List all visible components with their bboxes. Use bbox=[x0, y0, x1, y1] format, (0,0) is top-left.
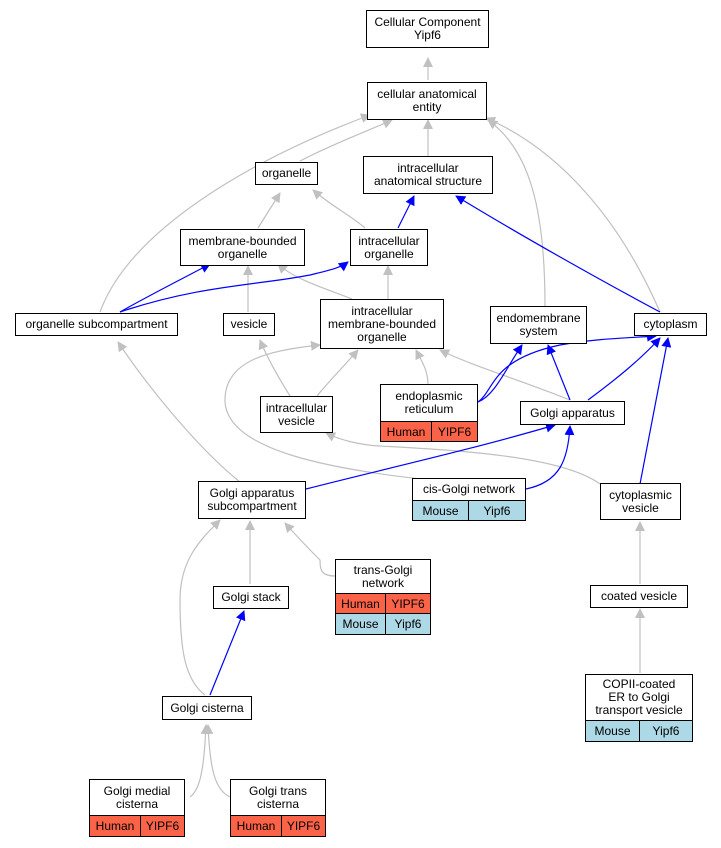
edge-cyto-cae bbox=[485, 116, 661, 313]
edge-cisterna-stack bbox=[209, 610, 246, 696]
edge-osub-io bbox=[119, 261, 349, 313]
edge-cvesicle-ivesicle bbox=[325, 432, 601, 485]
node-intracellular-organelle[interactable]: intracellular organelle bbox=[350, 229, 428, 266]
edge-io-ias bbox=[397, 195, 415, 229]
edge-cisterna-gas bbox=[179, 519, 221, 696]
edge-er-imbo bbox=[415, 349, 429, 386]
edge-osub-mbo bbox=[119, 263, 211, 313]
node-organelle[interactable]: organelle bbox=[255, 162, 318, 185]
node-golgi-apparatus-subcompartment[interactable]: Golgi apparatus subcompartment bbox=[198, 481, 306, 519]
trans-gene-cell: YIPF6 bbox=[281, 815, 326, 837]
node-golgi-stack[interactable]: Golgi stack bbox=[213, 586, 289, 609]
edge-medial-cisterna bbox=[189, 724, 211, 798]
tgn-human-species-cell: Human bbox=[335, 593, 386, 614]
tgn-mouse-gene-cell: Yipf6 bbox=[385, 613, 431, 635]
node-endoplasmic-reticulum[interactable]: endoplasmic reticulum bbox=[380, 384, 478, 422]
edge-osub-cae bbox=[99, 113, 371, 313]
medial-species-cell: Human bbox=[89, 815, 141, 837]
node-vesicle[interactable]: vesicle bbox=[223, 313, 275, 336]
edge-ivesicle-imbo bbox=[316, 349, 359, 397]
edge-er-endo bbox=[477, 344, 523, 403]
node-trans-golgi-network[interactable]: trans-Golgi network bbox=[335, 559, 431, 594]
copii-gene-cell: Yipf6 bbox=[639, 720, 693, 742]
node-golgi-medial-cisterna[interactable]: Golgi medial cisterna bbox=[89, 779, 185, 816]
node-cellular-component[interactable]: Cellular Component Yipf6 bbox=[366, 10, 489, 48]
node-golgi-apparatus[interactable]: Golgi apparatus bbox=[520, 401, 625, 425]
er-species-cell: Human bbox=[380, 421, 432, 442]
edge-io-organelle bbox=[312, 189, 366, 229]
node-cytoplasm[interactable]: cytoplasm bbox=[634, 313, 707, 336]
node-cytoplasmic-vesicle[interactable]: cytoplasmic vesicle bbox=[600, 483, 681, 520]
edge-cvesicle-cyto bbox=[639, 337, 672, 485]
node-endomembrane-system[interactable]: endomembrane system bbox=[490, 306, 587, 344]
node-intracellular-anatomical-structure[interactable]: intracellular anatomical structure bbox=[363, 156, 493, 194]
node-coated-vesicle[interactable]: coated vesicle bbox=[590, 585, 688, 608]
tgn-mouse-species-cell: Mouse bbox=[335, 613, 386, 635]
node-golgi-cisterna[interactable]: Golgi cisterna bbox=[162, 696, 252, 720]
edge-tgn-gas bbox=[284, 522, 336, 577]
node-golgi-trans-cisterna[interactable]: Golgi trans cisterna bbox=[230, 779, 326, 816]
node-cis-golgi-network[interactable]: cis-Golgi network bbox=[412, 478, 526, 501]
cgn-species-cell: Mouse bbox=[412, 500, 469, 521]
edge-mbo-organelle bbox=[257, 192, 281, 229]
node-intracellular-membrane-bounded-organelle[interactable]: intracellular membrane-bounded organelle bbox=[320, 299, 444, 349]
node-membrane-bounded-organelle[interactable]: membrane-bounded organelle bbox=[180, 229, 305, 266]
tgn-human-gene-cell: YIPF6 bbox=[385, 593, 431, 614]
edge-cgn-ivesicle bbox=[224, 340, 441, 482]
edge-er-cyto bbox=[477, 331, 657, 403]
edge-trans-cisterna bbox=[203, 724, 231, 798]
edge-cgn-golgi bbox=[525, 425, 575, 490]
edge-endo-cae bbox=[487, 119, 546, 307]
er-gene-cell: YIPF6 bbox=[431, 421, 478, 442]
edge-golgi-imbo bbox=[439, 349, 571, 401]
edge-ivesicle-vesicle bbox=[258, 339, 291, 397]
copii-species-cell: Mouse bbox=[585, 720, 640, 742]
edge-gas-osub bbox=[117, 341, 241, 483]
edge-organelle-cae bbox=[299, 119, 393, 162]
edge-golgi-endo bbox=[546, 344, 571, 401]
node-organelle-subcompartment[interactable]: organelle subcompartment bbox=[15, 313, 178, 336]
node-cellular-anatomical-entity[interactable]: cellular anatomical entity bbox=[367, 82, 487, 120]
edge-golgi-cyto bbox=[587, 337, 661, 401]
cgn-gene-cell: Yipf6 bbox=[468, 500, 526, 521]
node-intracellular-vesicle[interactable]: intracellular vesicle bbox=[260, 396, 333, 433]
trans-species-cell: Human bbox=[230, 815, 282, 837]
medial-gene-cell: YIPF6 bbox=[140, 815, 185, 837]
edge-cyto-ias bbox=[455, 195, 661, 313]
edge-imbo-mbo bbox=[277, 263, 353, 300]
node-copii-coated-vesicle[interactable]: COPII-coated ER to Golgi transport vesic… bbox=[585, 674, 693, 721]
edge-gas-golgi bbox=[305, 422, 556, 490]
